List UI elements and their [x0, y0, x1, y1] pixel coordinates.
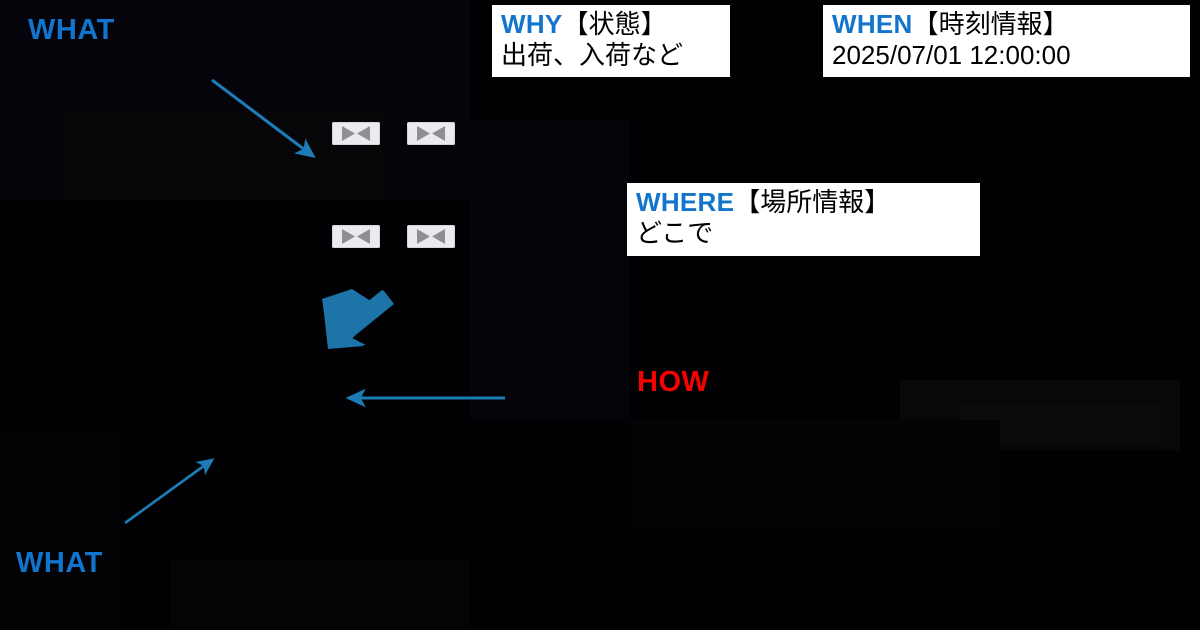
callout-where-keyword: WHERE: [636, 187, 735, 217]
label-what-top: WHAT: [28, 14, 115, 46]
background-region: [0, 430, 120, 630]
bowtie-tag-icon: [332, 225, 380, 248]
callout-where-heading: WHERE【場所情報】: [636, 187, 972, 218]
callout-why-bracket: 【状態】: [562, 9, 667, 39]
arrow-what-bottom-up: [124, 458, 215, 525]
bowtie-tag-icon: [332, 122, 380, 145]
label-how: HOW: [637, 366, 710, 398]
callout-where-detail: どこで: [636, 217, 714, 248]
callout-when-heading: WHEN【時刻情報】: [832, 9, 1182, 40]
background-region: [470, 120, 630, 420]
callout-when-keyword: WHEN: [832, 9, 913, 39]
arrow-block-down-left: [322, 289, 394, 349]
callout-when: WHEN【時刻情報】 2025/07/01 12:00:00: [823, 5, 1190, 77]
background-region: [900, 380, 1180, 450]
callout-when-bracket: 【時刻情報】: [912, 9, 1069, 39]
callout-where: WHERE【場所情報】 どこで: [627, 183, 980, 256]
callout-why-heading: WHY【状態】: [501, 9, 722, 40]
arrow-what-top-to-tags: [211, 78, 316, 159]
callout-when-detail: 2025/07/01 12:00:00: [832, 39, 1071, 70]
callout-why-detail: 出荷、入荷など: [501, 39, 684, 70]
background-region: [170, 560, 470, 630]
background-region: [630, 420, 1000, 530]
bowtie-tag-icon: [407, 122, 455, 145]
label-what-bottom: WHAT: [16, 547, 103, 579]
bowtie-tag-icon: [407, 225, 455, 248]
callout-why-keyword: WHY: [501, 9, 563, 39]
callout-where-bracket: 【場所情報】: [734, 187, 891, 217]
background-region: [960, 405, 1160, 445]
callout-why: WHY【状態】 出荷、入荷など: [492, 5, 730, 77]
